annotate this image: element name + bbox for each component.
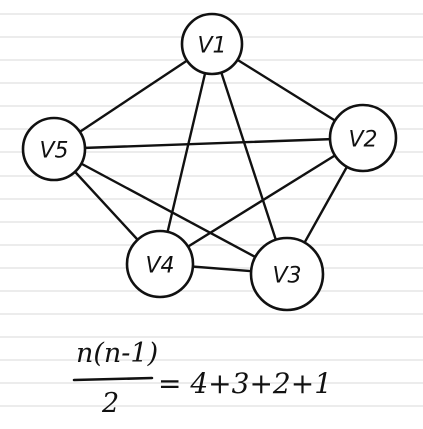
edge-v1-v4 bbox=[158, 42, 214, 266]
edge-count-formula: n(n-1) 2 = 4+3+2+1 bbox=[72, 338, 332, 419]
formula-right-hand-side: = 4+3+2+1 bbox=[158, 367, 332, 400]
node-v3-label: V3 bbox=[272, 264, 301, 289]
node-v4-circle bbox=[125, 229, 195, 299]
graph-nodes: V1 V2 V3 V4 V5 bbox=[21, 12, 398, 312]
node-v4: V4 bbox=[125, 229, 195, 299]
edge-v1-v3 bbox=[210, 42, 289, 276]
complete-graph-k5: V1 V2 V3 V4 V5 bbox=[21, 12, 398, 312]
node-v5-circle bbox=[21, 116, 87, 182]
node-v2-label: V2 bbox=[348, 128, 377, 153]
node-v3-circle bbox=[249, 236, 325, 312]
graph-edges bbox=[52, 42, 365, 276]
formula-denominator: 2 bbox=[101, 388, 119, 419]
node-v1: V1 bbox=[180, 12, 244, 76]
edge-v3-v5 bbox=[52, 147, 289, 276]
node-v1-label: V1 bbox=[197, 34, 226, 59]
edge-v2-v5 bbox=[52, 136, 365, 151]
edge-v2-v4 bbox=[158, 136, 365, 266]
formula-numerator: n(n-1) bbox=[76, 338, 158, 369]
formula-fraction-bar bbox=[72, 376, 154, 382]
node-v2: V2 bbox=[328, 103, 398, 173]
node-v5: V5 bbox=[21, 116, 87, 182]
node-v2-circle bbox=[328, 103, 398, 173]
node-v3: V3 bbox=[249, 236, 325, 312]
node-v4-label: V4 bbox=[145, 254, 174, 279]
node-v1-circle bbox=[180, 12, 244, 76]
node-v5-label: V5 bbox=[39, 139, 68, 164]
